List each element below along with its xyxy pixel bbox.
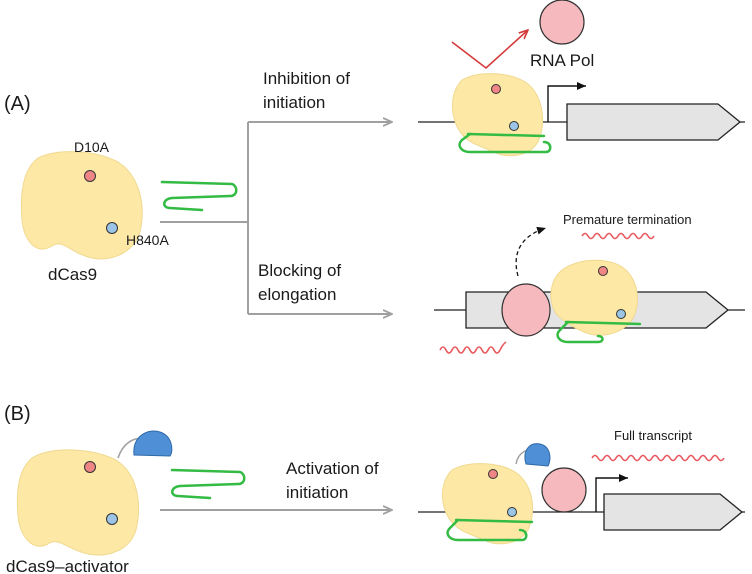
inhibition-scene (418, 0, 745, 157)
dcas9-bound (550, 259, 638, 336)
inhibition-label-line2: initiation (263, 93, 325, 112)
h840a-site-icon (106, 222, 118, 234)
activation-label-line2: initiation (286, 483, 348, 502)
gene-block (603, 493, 744, 531)
dcas9-activator-protein (16, 430, 173, 556)
activator-domain-icon (133, 430, 173, 457)
d10a-site-icon (84, 461, 96, 473)
promoter-arrow-icon (595, 474, 628, 512)
activation-label-line1: Activation of (286, 459, 379, 478)
d10a-label: D10A (74, 139, 110, 155)
rna-pol-icon (541, 467, 587, 513)
release-arrow-icon (515, 226, 547, 277)
h840a-label: H840A (126, 232, 169, 248)
guide-rna-icon (458, 132, 552, 154)
guide-rna-icon (160, 180, 238, 212)
h840a-site-icon (509, 121, 519, 131)
elongation-scene (434, 226, 745, 354)
d10a-site-icon (491, 84, 501, 94)
rna-pol-label: RNA Pol (530, 51, 594, 70)
full-transcript-label: Full transcript (614, 428, 692, 443)
h840a-site-icon (507, 507, 517, 517)
inhibition-label-line1: Inhibition of (263, 69, 350, 88)
nascent-transcript-icon (439, 341, 507, 354)
d10a-site-icon (598, 266, 608, 276)
branch-connector (160, 122, 249, 314)
rna-pol-icon (501, 283, 551, 337)
dcas9-label: dCas9 (48, 265, 97, 284)
h840a-site-icon (616, 309, 626, 319)
panel-a-label: (A) (4, 93, 31, 115)
promoter-arrow-icon (547, 82, 586, 122)
premature-termination-label: Premature termination (563, 212, 692, 227)
blocked-arrow-icon (451, 30, 528, 70)
rna-pol-icon (539, 0, 585, 45)
guide-rna-icon (170, 468, 246, 500)
truncated-transcript-icon (581, 232, 655, 240)
guide-rna-icon (556, 320, 642, 344)
d10a-site-icon (84, 170, 96, 182)
dcas9-bound (441, 463, 534, 545)
blocking-label-line1: Blocking of (258, 261, 341, 280)
h840a-site-icon (106, 513, 118, 525)
guide-rna-icon (446, 518, 534, 542)
activator-domain-icon (524, 443, 551, 467)
dcas9-activator-label: dCas9–activator (6, 557, 129, 574)
activation-scene (418, 443, 745, 545)
d10a-site-icon (488, 469, 498, 479)
panel-b-label: (B) (4, 403, 31, 425)
full-transcript-icon (591, 454, 725, 462)
blocking-label-line2: elongation (258, 285, 336, 304)
dcas9-protein (20, 151, 143, 260)
gene-block (566, 103, 742, 141)
